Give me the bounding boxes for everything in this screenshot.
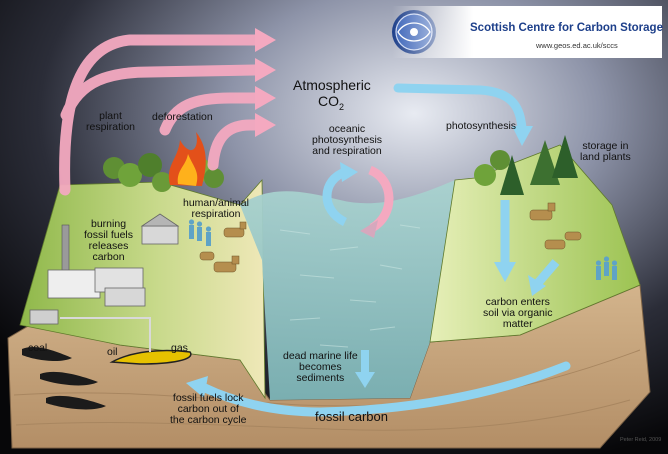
deforestation-text: deforestation xyxy=(152,111,213,123)
gas-label: gas xyxy=(171,343,188,354)
fossil-carbon-text: fossil carbon xyxy=(315,409,388,424)
fossil-carbon-arrowhead xyxy=(186,376,208,398)
pink-arrowheads xyxy=(255,28,276,137)
oil-label: oil xyxy=(107,347,118,358)
burning-line2: fossil fuels xyxy=(84,229,134,241)
human-respiration-arrow xyxy=(207,119,261,171)
plant-respiration-line2: respiration xyxy=(86,121,136,133)
carbon-enters-line1: carbon enters xyxy=(485,296,550,308)
marine-label: dead marine life becomes sediments xyxy=(283,351,358,384)
marine-line2: becomes xyxy=(299,361,342,373)
marine-line3: sediments xyxy=(296,372,345,384)
lock-line2: carbon out of xyxy=(177,403,239,415)
plant-to-soil-arrowhead xyxy=(494,262,516,282)
animals-right xyxy=(529,202,582,250)
oceanic-line2: photosynthesis xyxy=(312,134,383,146)
deforestation-fire xyxy=(168,132,206,186)
storage-line1: storage in xyxy=(582,140,629,152)
deforestation-label: deforestation xyxy=(152,112,213,123)
header-title: Scottish Centre for Carbon Storage xyxy=(470,22,663,34)
oceanic-label: oceanic photosynthesis and respiration xyxy=(312,124,382,157)
people-left xyxy=(188,219,212,246)
animals-left xyxy=(199,221,247,273)
trees-right xyxy=(474,135,578,195)
storage-label: storage in land plants xyxy=(580,141,631,163)
coal-seams xyxy=(22,347,106,410)
soil-stratum xyxy=(13,349,641,407)
oceanic-line3: and respiration xyxy=(312,145,382,157)
houses xyxy=(140,213,180,245)
human-respiration-label: human/animal respiration xyxy=(183,198,249,220)
ocean-arrowhead-down xyxy=(360,220,378,238)
atmospheric-label: Atmospheric xyxy=(293,78,371,93)
burning-line1: burning xyxy=(91,218,127,230)
fossil-carbon-arrow xyxy=(200,361,571,417)
burning-line4: carbon xyxy=(92,251,125,263)
sediment-arrowhead xyxy=(355,372,375,388)
photosynthesis-arrow xyxy=(393,83,527,133)
carbon-enters-line3: matter xyxy=(502,318,533,330)
photosynthesis-text: photosynthesis xyxy=(446,120,517,132)
people-right xyxy=(595,256,618,280)
photosynthesis-arrowhead xyxy=(512,126,533,146)
burning-label: burning fossil fuels releases carbon xyxy=(84,219,133,263)
co2-subscript: 2 xyxy=(339,101,345,112)
storage-line2: land plants xyxy=(580,151,631,163)
oil-text: oil xyxy=(107,346,118,358)
burning-line3: releases xyxy=(88,240,129,252)
sea-texture xyxy=(279,224,421,348)
plant-respiration-arrow xyxy=(60,64,261,121)
co2-label: CO2 xyxy=(318,94,344,115)
ocean-arrowhead-up xyxy=(340,162,358,182)
human-respiration-line2: respiration xyxy=(191,208,241,220)
lock-line3: the carbon cycle xyxy=(170,414,247,426)
fossil-fuel-emission-arrow xyxy=(59,34,261,196)
ocean-photosynthesis-arrow xyxy=(322,167,348,227)
lock-label: fossil fuels lock carbon out of the carb… xyxy=(170,393,246,426)
pink-arrows xyxy=(59,34,261,196)
atmospheric-text: Atmospheric xyxy=(293,77,371,93)
carbon-enters-label: carbon enters soil via organic matter xyxy=(483,297,552,330)
soil-stratum xyxy=(15,399,631,431)
photosynthesis-label: photosynthesis xyxy=(446,121,516,132)
gas-text: gas xyxy=(171,342,188,354)
oceanic-line1: oceanic xyxy=(328,123,366,135)
human-respiration-line1: human/animal xyxy=(183,197,249,209)
plant-respiration-label: plant respiration xyxy=(86,111,135,133)
fossil-carbon-label: fossil carbon xyxy=(315,409,388,424)
ocean-respiration-arrow xyxy=(367,165,394,232)
deforestation-arrow xyxy=(159,92,261,136)
coal-text: coal xyxy=(28,342,48,354)
factory xyxy=(29,224,146,325)
coal-label: coal xyxy=(28,343,47,354)
header-banner xyxy=(392,6,662,58)
co2-text: CO xyxy=(318,93,339,109)
animal-to-soil-arrowhead xyxy=(528,275,546,296)
marine-line1: dead marine life xyxy=(283,350,358,362)
plant-respiration-line1: plant xyxy=(99,110,122,122)
pipeline xyxy=(60,317,151,352)
animal-to-soil-arrow xyxy=(534,259,560,286)
sea xyxy=(240,180,455,400)
oil-gas-pocket xyxy=(109,349,192,365)
carbon-enters-line2: soil via organic xyxy=(483,307,553,319)
header-url: www.geos.ed.ac.uk/sccs xyxy=(536,41,618,50)
credit-text: Peter Reid, 2009 xyxy=(620,437,662,443)
lock-line1: fossil fuels lock xyxy=(172,392,244,404)
